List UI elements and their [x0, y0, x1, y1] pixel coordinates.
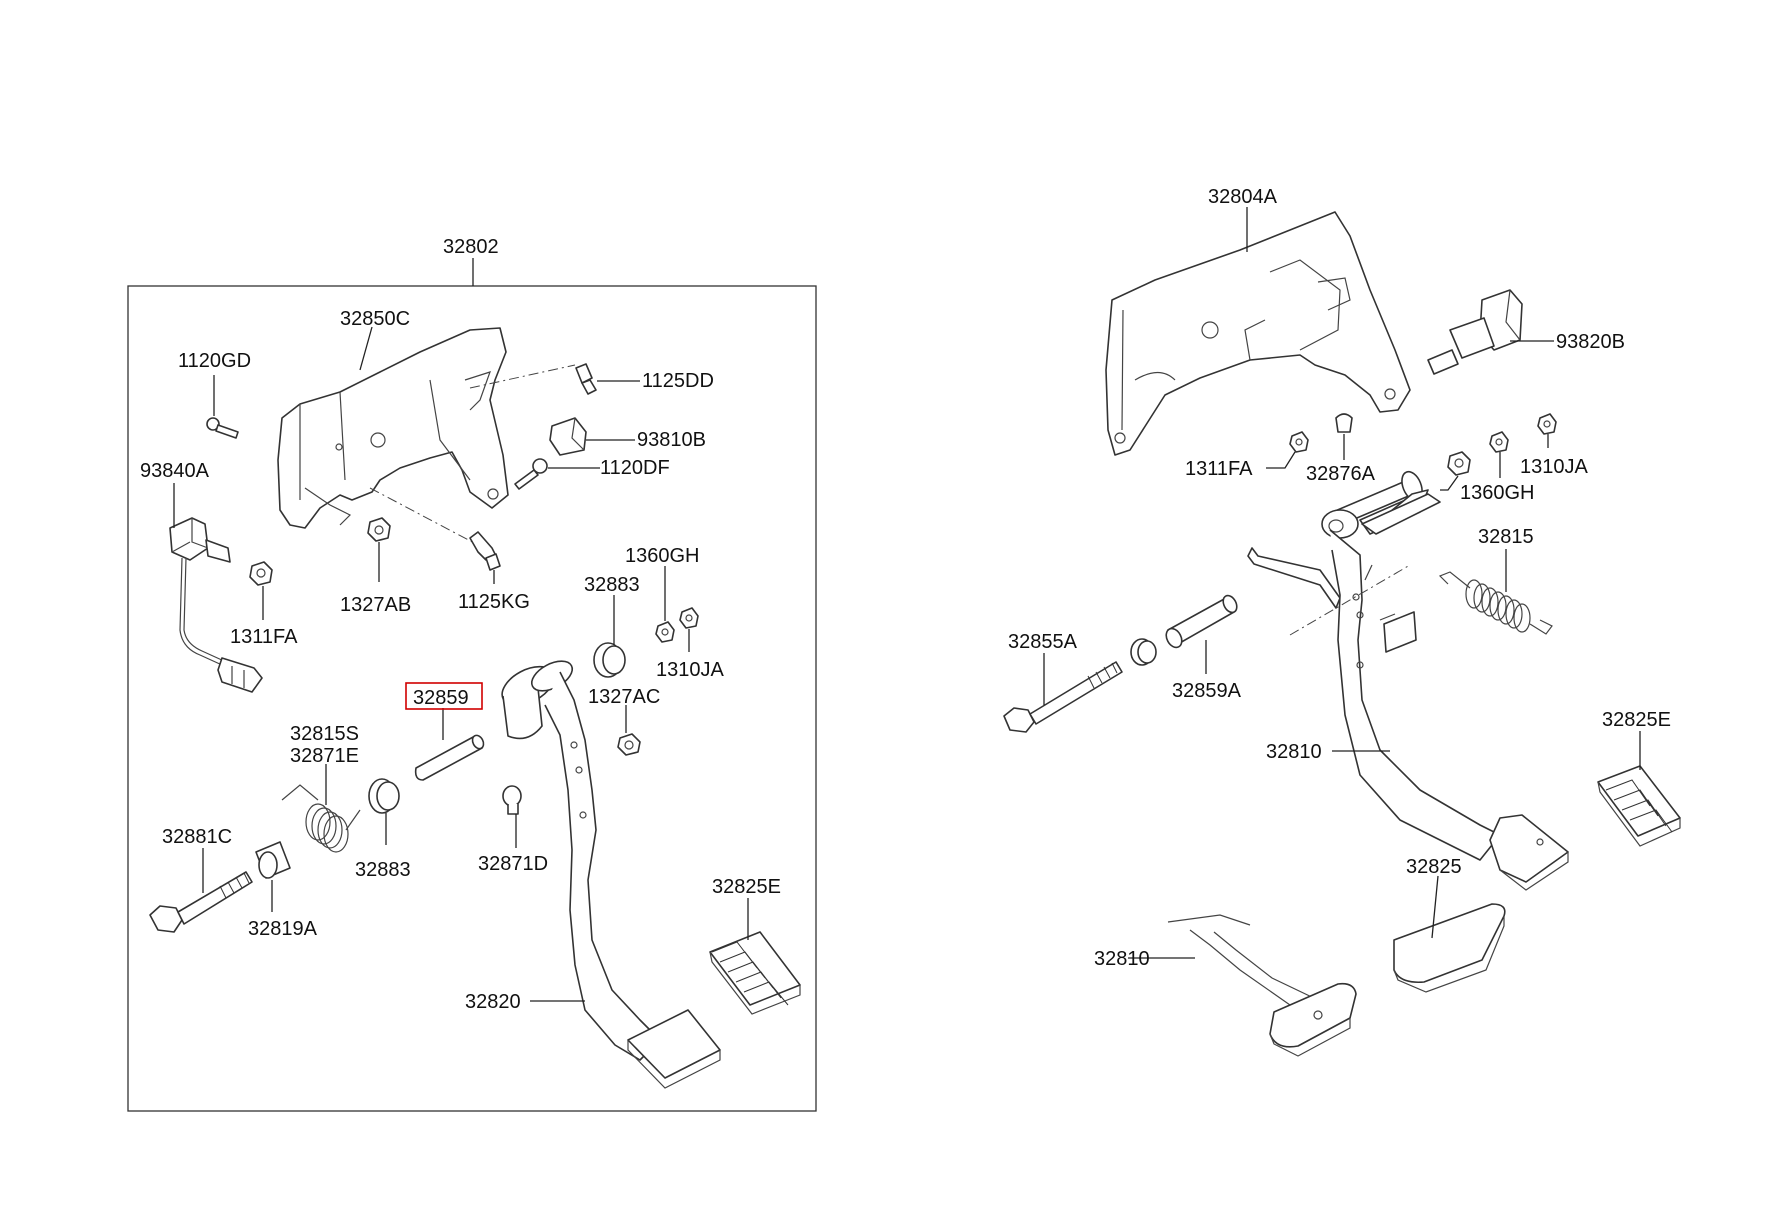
- spring-32815s: [281, 784, 361, 853]
- nut-1310ja-right-2: [1537, 413, 1557, 435]
- label-32810-top[interactable]: 32810: [1266, 741, 1322, 763]
- bracket-32804a: [1105, 211, 1411, 456]
- nut-1310ja-right: [1489, 431, 1509, 453]
- switch-93840a: [169, 517, 263, 693]
- bolt-1125kg: [469, 531, 501, 571]
- label-1327ac[interactable]: 1327AC: [588, 686, 660, 708]
- assembly-frame: [127, 285, 817, 1112]
- label-93810b[interactable]: 93810B: [637, 429, 706, 451]
- switch-93810b: [549, 417, 587, 456]
- pad-32825e-right: [1597, 765, 1681, 847]
- bolt-32855a: [1003, 661, 1123, 733]
- label-32825e-right[interactable]: 32825E: [1602, 709, 1671, 731]
- sleeve-32859a: [1165, 594, 1238, 649]
- label-32859[interactable]: 32859: [413, 687, 469, 709]
- stopper-32871d: [502, 785, 522, 815]
- pad-32825: [1393, 903, 1506, 993]
- label-32871e[interactable]: 32871E: [290, 745, 359, 767]
- nut-1327ac: [617, 733, 641, 756]
- label-32876a[interactable]: 32876A: [1306, 463, 1376, 485]
- pad-32825e-left: [709, 931, 801, 1015]
- spring-32815: [1438, 571, 1553, 635]
- label-32825e-left[interactable]: 32825E: [712, 876, 781, 898]
- label-32815s[interactable]: 32815S: [290, 723, 359, 745]
- label-32881c[interactable]: 32881C: [162, 826, 232, 848]
- nut-1311fa-right: [1289, 431, 1309, 453]
- bushing-32883-top: [593, 642, 626, 678]
- nut-1360gh-left: [655, 621, 675, 643]
- label-1360gh-right[interactable]: 1360GH: [1460, 482, 1535, 504]
- highlight-box-32859: [405, 682, 483, 710]
- label-32815[interactable]: 32815: [1478, 526, 1534, 548]
- shaft-right: [1359, 489, 1441, 535]
- label-1120gd[interactable]: 1120GD: [178, 350, 251, 372]
- label-1125dd[interactable]: 1125DD: [642, 370, 714, 392]
- label-1310ja-right[interactable]: 1310JA: [1520, 456, 1588, 478]
- label-32883-top[interactable]: 32883: [584, 574, 640, 596]
- label-32804a[interactable]: 32804A: [1208, 186, 1278, 208]
- label-32825[interactable]: 32825: [1406, 856, 1462, 878]
- label-1327ab[interactable]: 1327AB: [340, 594, 411, 616]
- nut-1310ja-left: [679, 607, 699, 629]
- bracket-32850c: [277, 327, 509, 529]
- label-32819a[interactable]: 32819A: [248, 918, 318, 940]
- label-1120df[interactable]: 1120DF: [600, 457, 670, 479]
- label-1311fa-right[interactable]: 1311FA: [1185, 458, 1253, 480]
- pedal-32810-bottom: [1167, 914, 1357, 1057]
- label-32855a[interactable]: 32855A: [1008, 631, 1078, 653]
- label-32859a[interactable]: 32859A: [1172, 680, 1242, 702]
- label-1311fa-left[interactable]: 1311FA: [230, 626, 298, 648]
- nut-1327ab: [367, 517, 391, 542]
- label-32850c[interactable]: 32850C: [340, 308, 410, 330]
- pedal-32820: [501, 660, 721, 1089]
- nut-1360gh-right: [1447, 451, 1471, 476]
- collar-32819a: [255, 841, 291, 879]
- label-1310ja-left[interactable]: 1310JA: [656, 659, 724, 681]
- pedal-32810-top: [1247, 470, 1569, 891]
- stopper-32876a: [1335, 413, 1353, 433]
- label-93840a[interactable]: 93840A: [140, 460, 210, 482]
- bushing-right: [1130, 638, 1157, 666]
- label-32871d[interactable]: 32871D: [478, 853, 548, 875]
- sleeve-32859: [414, 734, 485, 781]
- label-93820b[interactable]: 93820B: [1556, 331, 1625, 353]
- label-32810-bottom[interactable]: 32810: [1094, 948, 1150, 970]
- bushing-32883-bottom: [368, 778, 400, 814]
- bolt-1125dd: [575, 363, 597, 395]
- bolt-1120df: [514, 458, 548, 490]
- bolt-1120gd: [206, 417, 239, 439]
- switch-93820b: [1427, 289, 1523, 375]
- nut-1311fa-left: [249, 561, 273, 586]
- label-32820[interactable]: 32820: [465, 991, 521, 1013]
- label-1125kg[interactable]: 1125KG: [458, 591, 530, 613]
- label-1360gh-left[interactable]: 1360GH: [625, 545, 700, 567]
- bolt-32881c: [149, 871, 253, 933]
- label-32883-bottom[interactable]: 32883: [355, 859, 411, 881]
- label-32802[interactable]: 32802: [443, 236, 499, 258]
